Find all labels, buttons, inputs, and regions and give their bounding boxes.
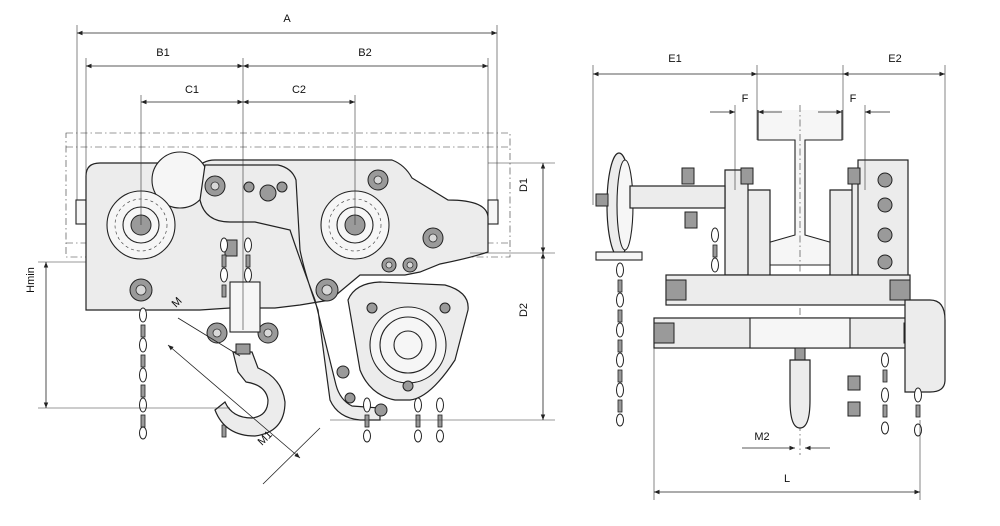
label-L: L bbox=[784, 473, 790, 485]
bolts-side bbox=[681, 167, 861, 417]
label-E1: E1 bbox=[668, 53, 681, 65]
end-plate-left bbox=[75, 199, 87, 225]
label-F-right: F bbox=[850, 93, 857, 105]
label-F-left: F bbox=[742, 93, 749, 105]
label-A: A bbox=[283, 13, 291, 25]
label-E2: E2 bbox=[888, 53, 901, 65]
chains-side bbox=[616, 227, 922, 437]
front-view: A B1 B2 C1 C2 D1 D2 H bbox=[25, 13, 555, 485]
side-view: E1 E2 F F L M2 bbox=[592, 53, 946, 500]
wheel-bracket bbox=[595, 251, 643, 261]
hook-swivel bbox=[235, 343, 251, 355]
guard bbox=[904, 299, 946, 393]
label-C1: C1 bbox=[185, 84, 199, 96]
label-C2: C2 bbox=[292, 84, 306, 96]
end-plate-right bbox=[487, 199, 499, 225]
label-Hmin: Hmin bbox=[25, 267, 37, 293]
label-B2: B2 bbox=[358, 47, 371, 59]
chain-guide bbox=[229, 281, 261, 333]
wheel-shaft bbox=[629, 185, 726, 209]
label-B1: B1 bbox=[156, 47, 169, 59]
label-D1: D1 bbox=[518, 178, 530, 192]
upper-axle bbox=[665, 274, 911, 306]
label-D2: D2 bbox=[518, 303, 530, 317]
bolts-front bbox=[129, 169, 444, 417]
label-M2: M2 bbox=[754, 431, 769, 443]
hook-side bbox=[789, 359, 811, 429]
dimensions-side: E1 E2 F F L M2 bbox=[592, 53, 946, 500]
dimensions-front: A B1 B2 C1 C2 D1 D2 H bbox=[25, 13, 555, 485]
